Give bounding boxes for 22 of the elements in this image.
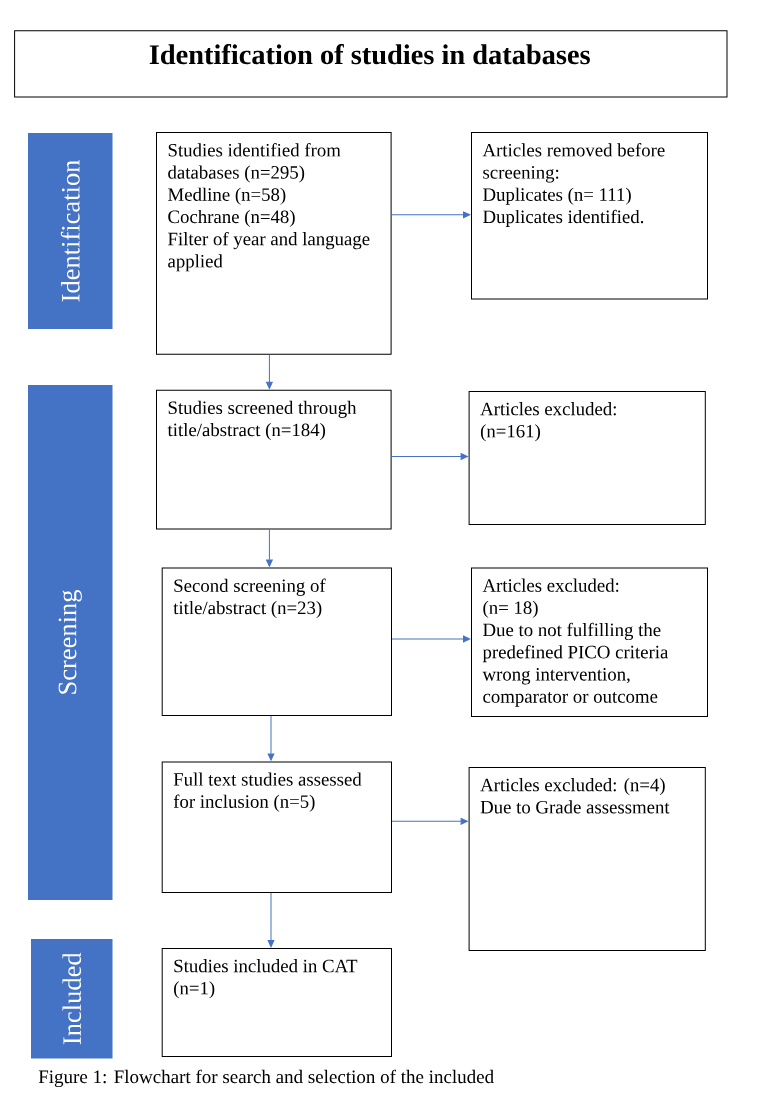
arrow: [391, 211, 471, 219]
stage-band: Screening: [28, 385, 113, 900]
stage-band: Identification: [28, 133, 113, 329]
process-box: Articles excluded: (n=4) Due to Grade assessment: [468, 767, 706, 951]
arrow: [267, 892, 275, 948]
arrow: [266, 354, 273, 389]
process-box: Full text studies assessed for inclusion (n=5): [161, 761, 392, 893]
arrow: [391, 635, 471, 643]
process-box: Articles removed before screening: Duplicates (n= 111) Duplicates identified.: [471, 132, 708, 300]
process-box: Studies identified from databases (n=295) Medline (n=58) Cochrane (n=48) Filter of year and language applied: [156, 132, 392, 355]
title-box: Identification of studies in databases: [14, 30, 728, 98]
figure-caption: Figure 1: Flowchart for search and selection of the included: [38, 1069, 494, 1088]
process-box: Second screening of title/abstract (n=23): [161, 567, 392, 716]
arrow: [391, 817, 468, 825]
process-box: Studies included in CAT (n=1): [161, 948, 392, 1057]
process-box: Studies screened through title/abstract (n=184): [156, 389, 392, 530]
process-box: Articles excluded: (n=161): [468, 391, 706, 525]
process-box: Articles excluded: (n= 18) Due to not fulfilling the predefined PICO criteria wrong intervention, comparator or outcome: [471, 567, 708, 717]
arrow: [266, 529, 273, 567]
arrow: [391, 453, 468, 460]
stage-band: Included: [31, 939, 113, 1059]
arrow: [267, 715, 275, 761]
